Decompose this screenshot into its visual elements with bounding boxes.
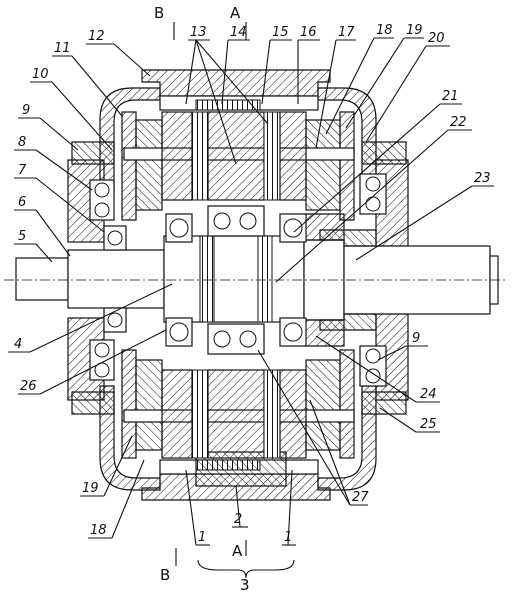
part-label-14: 14: [230, 25, 247, 40]
part-label-16: 16: [300, 25, 317, 40]
section-mark-a-top: A: [230, 4, 241, 22]
part-label-20: 20: [428, 31, 445, 46]
part-label-15: 15: [272, 25, 289, 40]
bearings: [89, 173, 387, 387]
part-label-27: 27: [352, 490, 369, 505]
part-label-12: 12: [88, 29, 105, 44]
part-label-23: 23: [474, 171, 491, 186]
part-label-24: 24: [420, 387, 437, 402]
group-3-bracket: [197, 559, 295, 579]
part-label-17: 17: [338, 25, 355, 40]
part-label-18-top: 18: [376, 23, 393, 38]
part-label-1-right: 1: [284, 530, 292, 545]
part-label-7: 7: [18, 163, 27, 178]
part-label-11: 11: [54, 41, 71, 56]
input-shaft: [67, 249, 165, 309]
part-label-4: 4: [14, 337, 22, 352]
part-label-6: 6: [18, 195, 26, 210]
part-label-9-left: 9: [22, 103, 30, 118]
part-label-2: 2: [234, 512, 242, 527]
part-label-19-bottom: 19: [82, 481, 99, 496]
part-label-18-bottom: 18: [90, 523, 107, 538]
labels: B A A B 3 12 13 14 15 16 17 18 19 20 11 …: [14, 4, 491, 594]
part-label-26: 26: [20, 379, 37, 394]
part-label-13: 13: [190, 25, 207, 40]
housing: [67, 69, 409, 501]
group-label-3: 3: [240, 576, 250, 594]
part-label-10: 10: [32, 67, 49, 82]
sun-gear-hub: [163, 235, 305, 323]
leader-lines: [8, 37, 494, 546]
part-label-5: 5: [18, 229, 26, 244]
part-label-21: 21: [442, 89, 459, 104]
section-mark-b-bottom: B: [160, 566, 170, 584]
planet-gears: [161, 111, 307, 459]
part-label-9-right: 9: [412, 331, 420, 346]
section-mark-b-top: B: [154, 4, 164, 22]
input-shaft-end: [15, 257, 69, 301]
part-label-22: 22: [450, 115, 467, 130]
part-label-25: 25: [420, 417, 437, 432]
section-mark-a-bottom: A: [232, 542, 243, 560]
part-label-1-left: 1: [198, 530, 206, 545]
part-label-19-top: 19: [406, 23, 423, 38]
part-label-8: 8: [18, 135, 26, 150]
